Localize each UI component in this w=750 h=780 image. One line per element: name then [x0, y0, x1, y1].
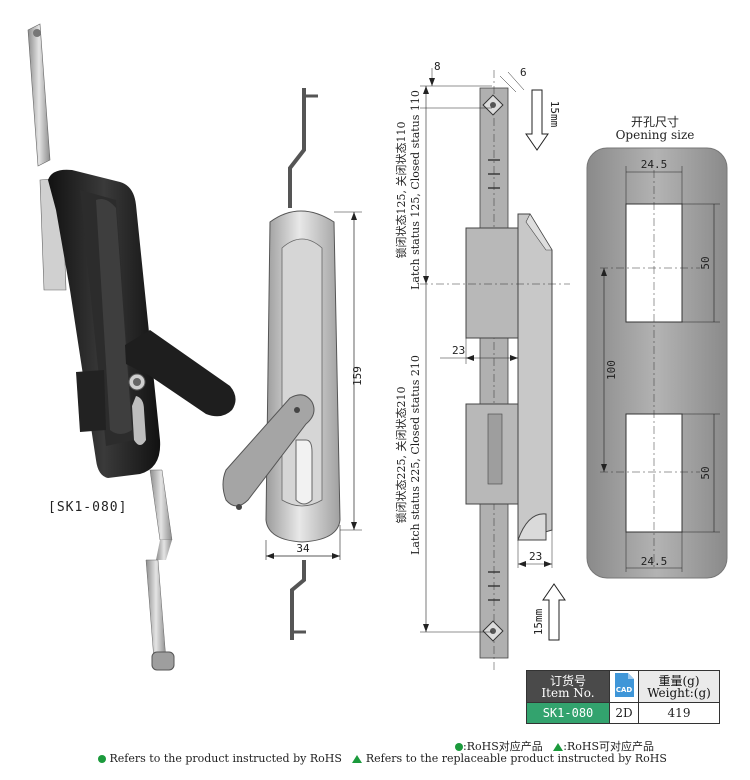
rohs-triangle-icon — [553, 743, 564, 751]
legend-en-dot: Refers to the product instructed by RoHS — [109, 752, 342, 765]
cad-file-icon: CAD — [615, 673, 634, 697]
front-height-dim: 159 — [351, 366, 364, 386]
cad-icon[interactable]: CAD — [609, 670, 639, 703]
format-value: 2D — [609, 702, 639, 724]
dim-23-upper: 23 — [452, 344, 465, 357]
upper-status-cn: 锁闭状态125, 关闭状态110 — [394, 122, 408, 259]
opening-title-cn: 开孔尺寸 — [630, 115, 679, 129]
side-view-drawing — [420, 68, 570, 670]
spec-table: 订货号 Item No. CAD 重量(g) Weight:(g) SK1-08… — [526, 670, 720, 724]
upper-status-en: Latch status 125, Closed status 110 — [409, 90, 422, 290]
item-header-cn: 订货号 — [549, 673, 586, 688]
cad-icon-text: CAD — [616, 686, 633, 694]
lower-status-en: Latch status 225, Closed status 210 — [409, 355, 422, 555]
rohs-dot-icon — [98, 755, 106, 763]
arrow-bottom-label: 15mm — [532, 608, 545, 635]
item-header-en: Item No. — [541, 685, 595, 700]
arrow-top-label: 15mm — [548, 101, 561, 128]
model-label: [SK1-080] — [48, 500, 128, 515]
legend-cn-triangle: :RoHS可对应产品 — [563, 740, 654, 753]
legend-cn-dot: :RoHS对应产品 — [463, 740, 543, 753]
weight-header: 重量(g) Weight:(g) — [638, 670, 720, 703]
rohs-triangle-icon — [352, 755, 363, 763]
front-view-drawing — [222, 88, 362, 640]
item-no-value: SK1-080 — [526, 702, 610, 724]
opening-size-panel — [586, 147, 728, 579]
lower-status-cn: 锁闭状态225, 关闭状态210 — [394, 387, 408, 524]
rohs-dot-icon — [455, 743, 463, 751]
weight-header-cn: 重量(g) — [658, 673, 700, 688]
opening-upper-height: 50 — [699, 256, 712, 269]
rohs-legend-en: Refers to the product instructed by RoHS… — [98, 752, 667, 765]
opening-lower-height: 50 — [699, 466, 712, 479]
weight-header-en: Weight:(g) — [647, 685, 711, 700]
dim-23-lower: 23 — [529, 550, 542, 563]
product-photo — [27, 23, 236, 671]
opening-size-title: 开孔尺寸 Opening size — [600, 116, 710, 142]
opening-title-en: Opening size — [615, 128, 695, 142]
front-width-dim: 34 — [296, 542, 310, 555]
item-no-header: 订货号 Item No. — [526, 670, 610, 703]
opening-center-distance: 100 — [605, 360, 618, 380]
angle-dim: 6 — [520, 66, 527, 79]
top-offset-dim: 8 — [434, 60, 441, 73]
legend-en-triangle: Refers to the replaceable product instru… — [365, 752, 667, 765]
rohs-legend-cn: :RoHS对应产品 :RoHS可对应产品 — [455, 738, 654, 754]
opening-top-width: 24.5 — [641, 158, 668, 171]
weight-value: 419 — [638, 702, 720, 724]
opening-bottom-width: 24.5 — [641, 555, 668, 568]
